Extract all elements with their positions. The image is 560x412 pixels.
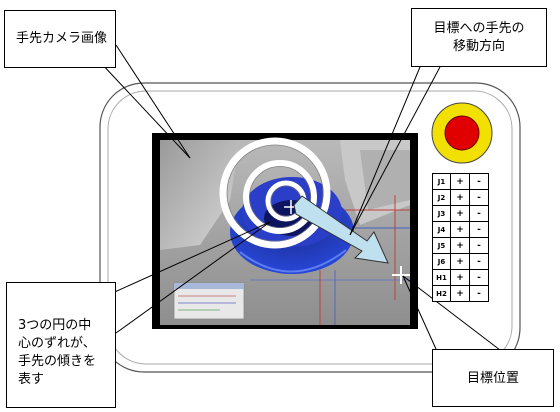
jog-minus-button[interactable]: - <box>469 269 489 286</box>
jog-minus-button[interactable]: - <box>469 189 489 206</box>
jog-minus-button[interactable]: - <box>469 221 489 238</box>
callout-camera-image-text: 手先カメラ画像 <box>16 31 108 46</box>
jog-key-panel: J1 + - J2 + - J3 + - J4 + - J5 + - J6 + … <box>432 173 489 302</box>
callout-move-direction: 目標への手先の 移動方向 <box>411 8 547 67</box>
callout-tilt-line1: 3つの円の中 <box>18 318 92 333</box>
joint-label: J1 <box>432 173 451 190</box>
jog-plus-button[interactable]: + <box>450 173 470 190</box>
jog-row-j4: J4 + - <box>432 221 489 238</box>
hand-camera-screen <box>152 133 418 329</box>
jog-plus-button[interactable]: + <box>450 253 470 270</box>
joint-label: J6 <box>432 253 451 270</box>
jog-plus-button[interactable]: + <box>450 189 470 206</box>
jog-minus-button[interactable]: - <box>469 173 489 190</box>
direction-arrow <box>293 195 389 264</box>
jog-minus-button[interactable]: - <box>469 253 489 270</box>
jog-row-j2: J2 + - <box>432 189 489 206</box>
jog-plus-button[interactable]: + <box>450 269 470 286</box>
callout-target-position-text: 目標位置 <box>466 371 519 386</box>
jog-row-j5: J5 + - <box>432 237 489 254</box>
callout-tilt-line2: 心のずれが、 <box>18 336 96 351</box>
pendant-inner-edge <box>107 90 513 365</box>
callout-move-direction-line2: 移動方向 <box>452 39 505 54</box>
joint-label: H2 <box>432 285 451 302</box>
callout-tilt-line4: 表す <box>18 372 45 387</box>
jog-plus-button[interactable]: + <box>450 205 470 222</box>
jog-minus-button[interactable]: - <box>469 285 489 302</box>
jog-row-h2: H2 + - <box>432 285 489 302</box>
jog-plus-button[interactable]: + <box>450 237 470 254</box>
jog-row-h1: H1 + - <box>432 269 489 286</box>
joint-label: H1 <box>432 269 451 286</box>
callout-move-direction-line1: 目標への手先の <box>433 21 525 36</box>
emergency-stop-button <box>444 115 480 151</box>
callout-tilt-line3: 手先の傾きを <box>18 354 97 369</box>
leader-lines <box>99 44 501 351</box>
jog-plus-button[interactable]: + <box>450 221 470 238</box>
joint-label: J4 <box>432 221 451 238</box>
joint-label: J3 <box>432 205 451 222</box>
joint-label: J2 <box>432 189 451 206</box>
target-cross <box>392 266 410 284</box>
jog-plus-button[interactable]: + <box>450 285 470 302</box>
jog-minus-button[interactable]: - <box>469 237 489 254</box>
jog-row-j6: J6 + - <box>432 253 489 270</box>
jog-row-j1: J1 + - <box>432 173 489 190</box>
callout-target-position: 目標位置 <box>432 349 554 407</box>
callout-tilt: 3つの円の中 心のずれが、 手先の傾きを 表す <box>6 282 116 408</box>
jog-row-j3: J3 + - <box>432 205 489 222</box>
callout-camera-image: 手先カメラ画像 <box>4 10 116 68</box>
jog-minus-button[interactable]: - <box>469 205 489 222</box>
joint-label: J5 <box>432 237 451 254</box>
